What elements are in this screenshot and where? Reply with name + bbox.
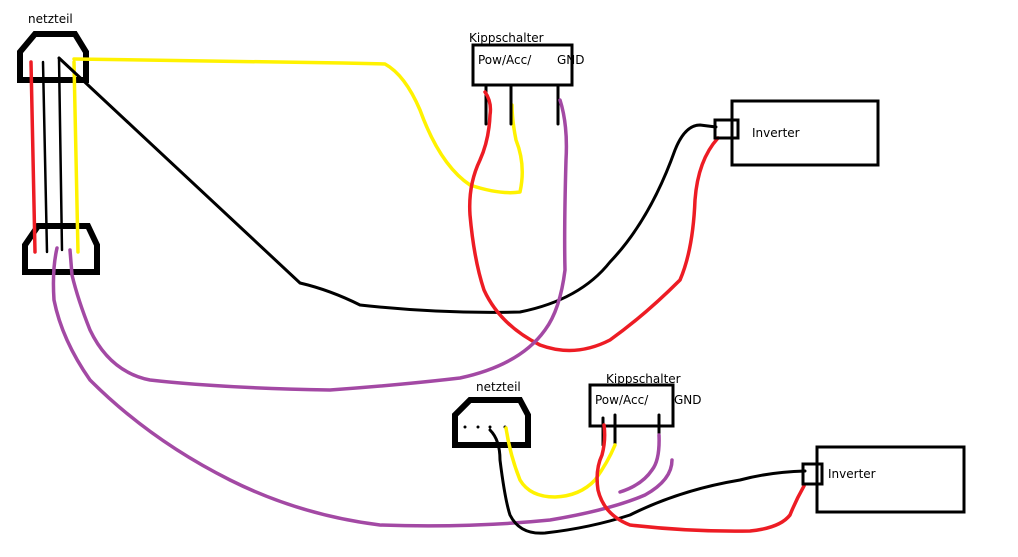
wire-black-to-inverter: [57, 56, 718, 314]
wire-black-psu-bridge-2: [57, 56, 64, 252]
switch-bottom-label: Kippschalter: [606, 372, 681, 386]
inverter-top-port: [713, 118, 740, 140]
switch-top-pins: [484, 83, 560, 126]
psu-small-pins: [463, 425, 507, 429]
psu-small-label: netzteil: [476, 380, 521, 394]
wire-red-to-inverter: [467, 90, 720, 353]
switch-top-label: Kippschalter: [469, 31, 544, 45]
wire-red-psu-bridge: [29, 60, 37, 254]
wire-black-psu-bridge-1: [41, 60, 49, 254]
switch-bottom-box: [588, 383, 675, 428]
wire-black-bottom: [488, 428, 807, 535]
switch-bottom-pin-gnd-label: GND: [674, 393, 702, 407]
inverter-bottom-box: [815, 445, 966, 514]
inverter-top-box: [730, 99, 880, 167]
wire-purple-bottom: [618, 433, 661, 494]
switch-bottom-pin-power-label: Pow/Acc/: [595, 393, 649, 407]
wire-yellow-to-switch: [72, 57, 524, 195]
inverter-bottom-port: [801, 462, 824, 486]
inverter-top-label: Inverter: [752, 126, 800, 140]
psu-bottom-connector: [22, 223, 100, 275]
wire-purple-gnd-1: [68, 98, 569, 392]
wire-purple-gnd-2: [51, 246, 674, 528]
wire-yellow-psu-bridge: [72, 60, 80, 254]
switch-top-box: [471, 43, 574, 87]
psu-top-label: netzteil: [28, 12, 73, 26]
psu-top-connector: [17, 31, 89, 83]
switch-top-pin-power-label: Pow/Acc/: [478, 53, 532, 67]
switch-top-pin-gnd-label: GND: [557, 53, 585, 67]
psu-small-connector: [452, 397, 531, 448]
wire-red-bottom: [595, 423, 806, 533]
inverter-bottom-label: Inverter: [828, 467, 876, 481]
switch-bottom-pins: [601, 413, 661, 447]
wire-yellow-bottom: [504, 426, 617, 499]
